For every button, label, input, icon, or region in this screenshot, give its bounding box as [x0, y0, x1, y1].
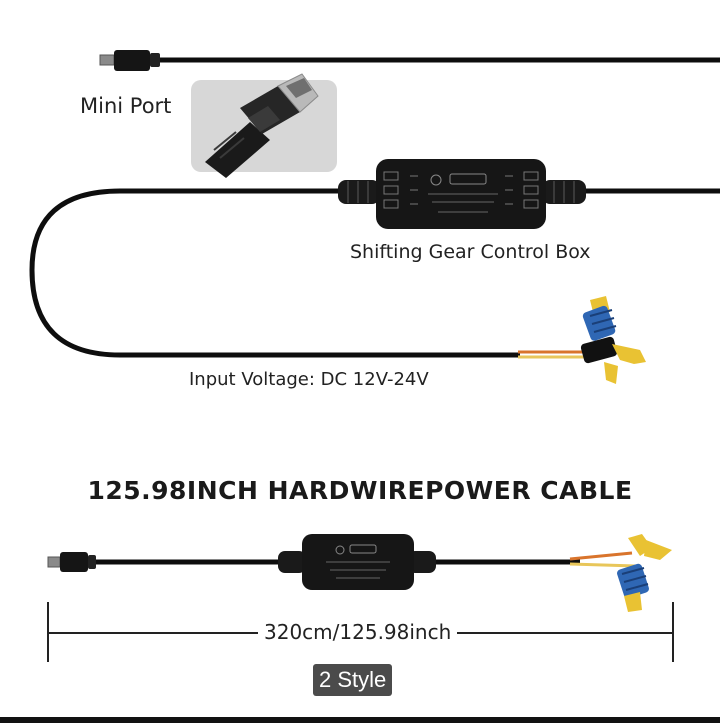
control-box-label: Shifting Gear Control Box	[350, 241, 591, 263]
orange-wire-bottom	[569, 551, 633, 561]
control-box-bottom	[278, 534, 436, 590]
control-box-top	[376, 159, 546, 229]
length-label: 320cm/125.98inch	[258, 620, 458, 644]
fuse-tap-top	[580, 296, 646, 384]
box-strain-relief-right	[542, 180, 586, 204]
mini-usb-plug-bottom	[47, 552, 96, 572]
fuse-tap-bottom	[617, 534, 672, 612]
mini-usb-plug-top	[99, 50, 160, 71]
mini-port-photo	[191, 73, 337, 178]
bottom-border	[0, 717, 720, 723]
input-voltage-label: Input Voltage: DC 12V-24V	[189, 369, 429, 390]
box-strain-relief-left	[338, 180, 380, 204]
mini-port-label: Mini Port	[80, 94, 172, 118]
yellow-wire-bottom	[569, 562, 637, 568]
cable-headline: 125.98INCH HARDWIREPOWER CABLE	[87, 476, 633, 505]
loop-cable	[29, 188, 520, 358]
style-badge: 2 Style	[313, 664, 393, 696]
